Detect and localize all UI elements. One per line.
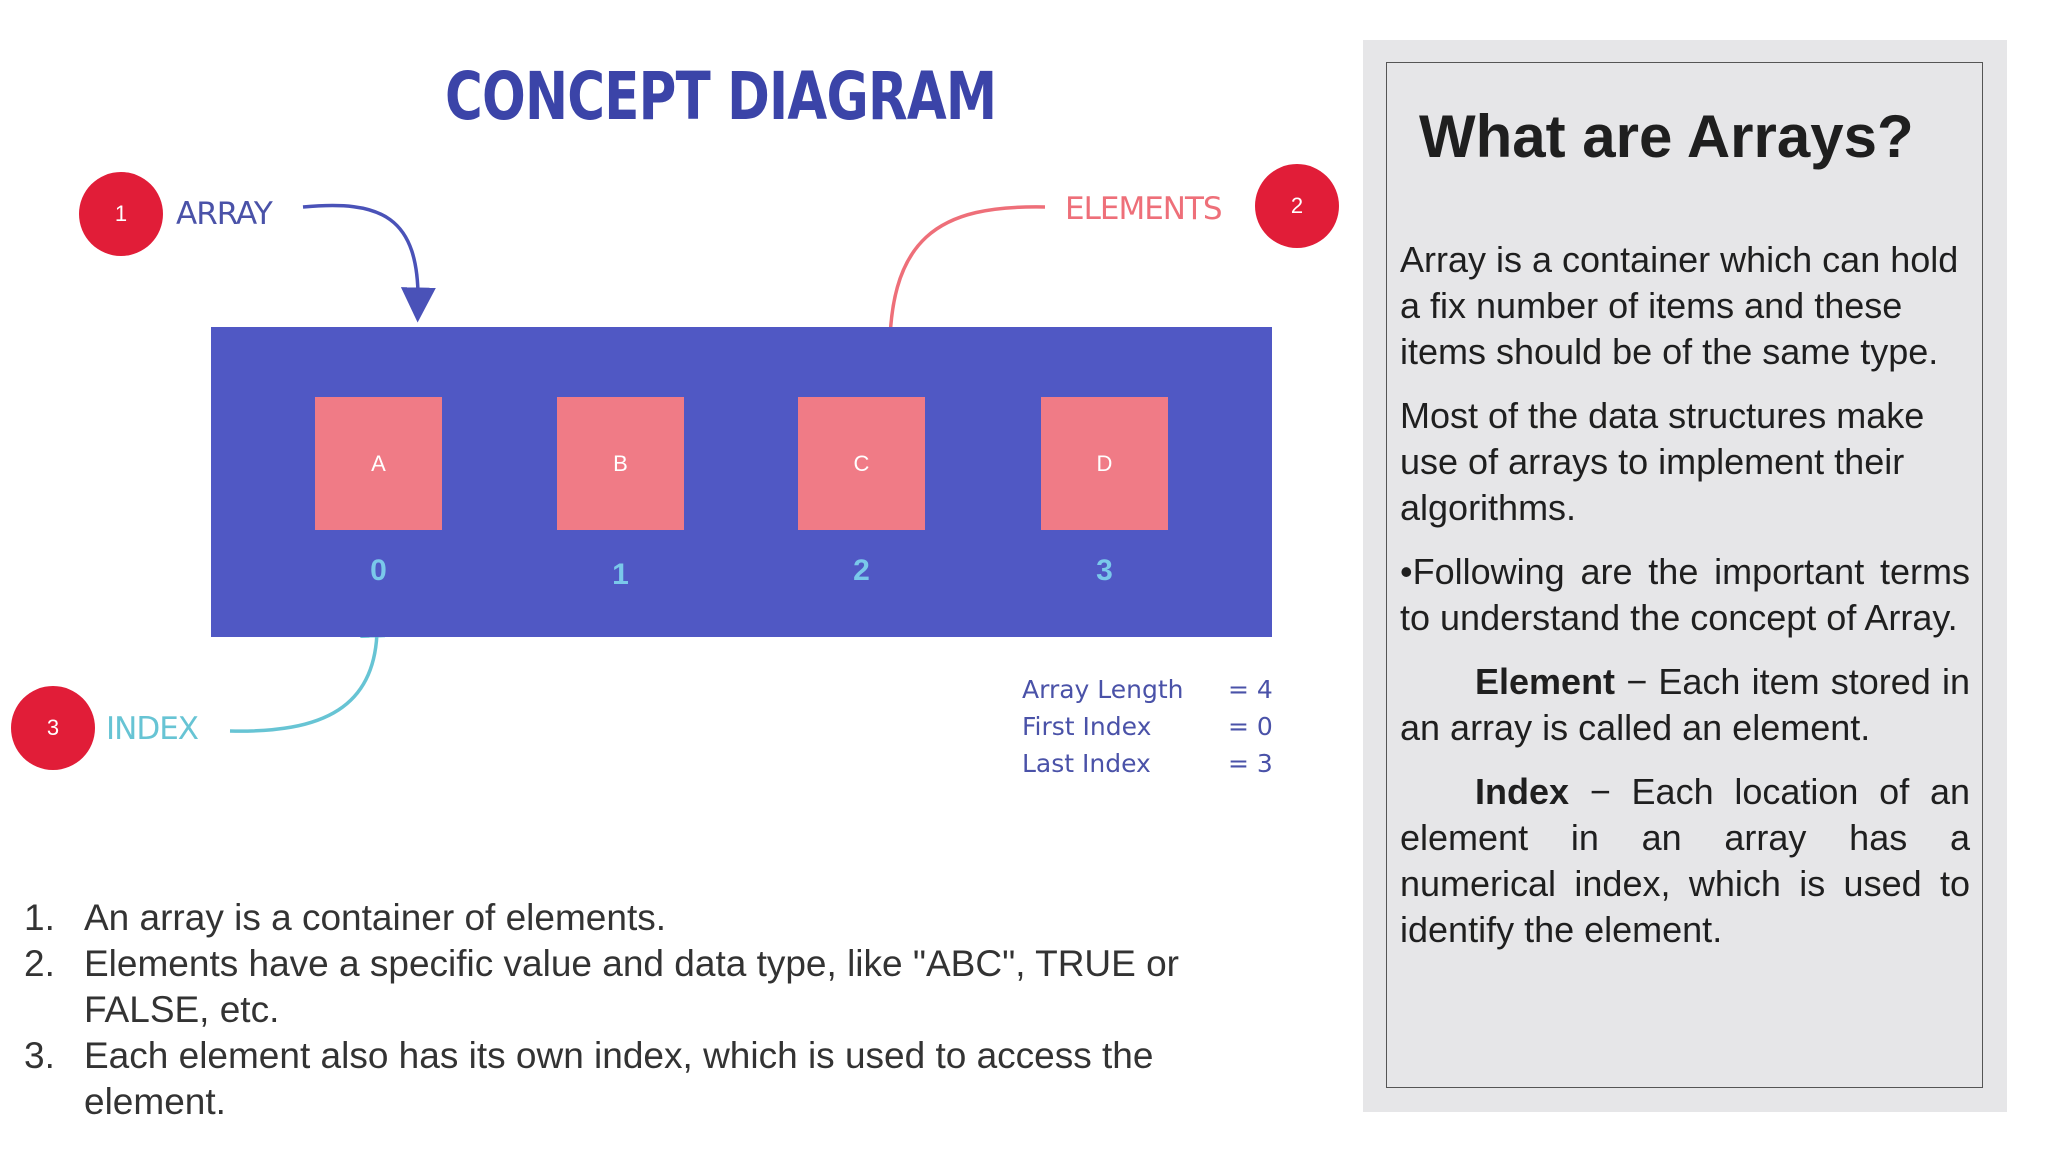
elements-badge: 2 [1255, 164, 1339, 248]
array-cell-c: C [798, 397, 925, 530]
first-index-value: = 0 [1228, 712, 1273, 741]
index-1: 1 [612, 558, 629, 591]
list-item-number: 3. [24, 1035, 55, 1076]
index-definition-text: − Each location of an element in an arra… [1400, 771, 1970, 950]
index-definition: Index − Each location of an element in a… [1400, 769, 1970, 953]
panel-paragraph-2: Most of the data structures make use of … [1400, 395, 1925, 528]
panel-body: Array is a container which can hold a fi… [1400, 237, 1970, 971]
first-index-label: First Index [1022, 712, 1152, 741]
elements-label: ELEMENTS [1065, 191, 1223, 227]
array-cell-d: D [1041, 397, 1168, 530]
sidebar-panel-background [1363, 40, 2007, 1112]
list-item-number: 1. [24, 897, 55, 938]
bullet-icon: • [1400, 551, 1413, 592]
array-badge: 1 [79, 172, 163, 256]
panel-paragraph-1: Array is a container which can hold a fi… [1400, 239, 1959, 372]
index-label: INDEX [106, 711, 199, 747]
last-index-value: = 3 [1228, 749, 1273, 778]
index-term: Index [1475, 771, 1570, 812]
panel-title: What are Arrays? [1419, 103, 1914, 170]
element-term: Element [1475, 661, 1616, 702]
list-item-text: Elements have a specific value and data … [84, 943, 1180, 1030]
list-item-text: Each element also has its own index, whi… [84, 1035, 1154, 1122]
array-cell-b: B [557, 397, 684, 530]
sidebar-panel-border [1386, 62, 1983, 1088]
list-item-number: 2. [24, 943, 55, 984]
summary-list: 1. An array is a container of elements. … [24, 895, 1254, 1125]
index-2: 2 [853, 554, 870, 587]
index-0: 0 [370, 554, 387, 587]
panel-paragraph-3-text: Following are the important terms to und… [1400, 551, 1970, 638]
array-label: ARRAY [176, 196, 273, 232]
list-item: 1. An array is a container of elements. [24, 895, 1254, 941]
elements-arrow [871, 205, 1046, 388]
element-definition-text: − Each item stored in an array is called… [1400, 661, 1970, 748]
index-badge: 3 [11, 686, 95, 770]
array-cell-a: A [315, 397, 442, 530]
list-item: 2. Elements have a specific value and da… [24, 941, 1254, 1033]
list-item-text: An array is a container of elements. [84, 897, 667, 938]
list-item: 3. Each element also has its own index, … [24, 1033, 1254, 1125]
last-index-label: Last Index [1022, 749, 1151, 778]
diagram-title: CONCEPT DIAGRAM [445, 58, 997, 135]
index-3: 3 [1096, 554, 1113, 587]
element-definition: Element − Each item stored in an array i… [1400, 659, 1970, 751]
panel-paragraph-3: •Following are the important terms to un… [1400, 549, 1970, 641]
array-arrow [302, 203, 436, 323]
index-arrow [229, 602, 396, 733]
array-length-label: Array Length [1022, 675, 1184, 704]
diagram-arrows [229, 203, 1046, 733]
array-length-value: = 4 [1228, 675, 1273, 704]
